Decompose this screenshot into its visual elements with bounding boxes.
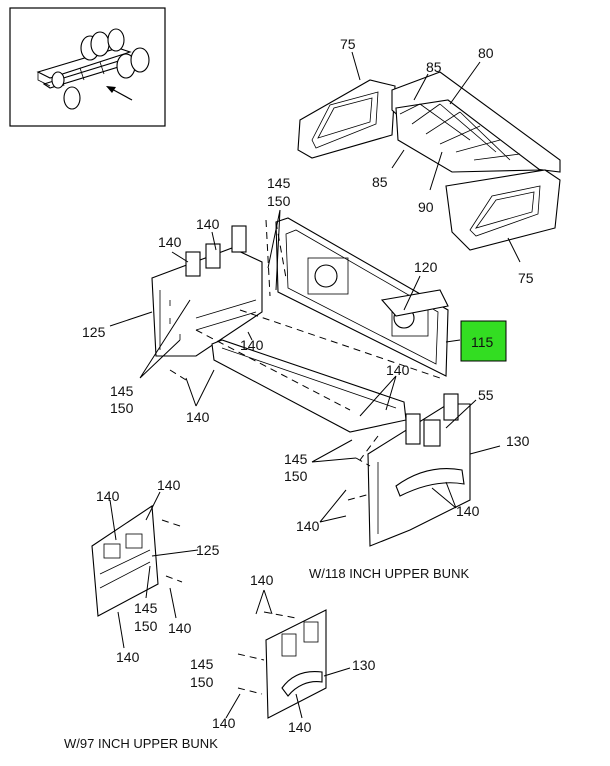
callout-140-k: 140	[116, 649, 140, 665]
callout-115[interactable]: 115	[471, 334, 494, 350]
callout-140-n: 140	[212, 715, 236, 731]
callout-130-b: 130	[352, 657, 376, 673]
assembly-lines	[161, 219, 441, 695]
callout-140-j: 140	[168, 620, 192, 636]
lower-left-panel	[91, 505, 159, 617]
callout-85-top: 85	[426, 59, 442, 75]
callout-140-d: 140	[186, 409, 210, 425]
callout-145-b: 145	[110, 383, 134, 399]
callout-80: 80	[478, 45, 494, 61]
highlight-box-115[interactable]	[460, 320, 507, 362]
right-panel-130	[367, 393, 471, 547]
callout-140-m: 140	[288, 719, 312, 735]
caption-97-inch-bunk: W/97 INCH UPPER BUNK	[64, 736, 218, 751]
left-panel-125	[151, 225, 263, 357]
callout-140-a: 140	[196, 216, 220, 232]
callout-150-c: 150	[284, 468, 308, 484]
callout-145-c: 145	[284, 451, 308, 467]
callout-55: 55	[478, 387, 494, 403]
callout-145-e: 145	[190, 656, 214, 672]
callout-150-e: 150	[190, 674, 214, 690]
bracket-120	[380, 289, 449, 317]
callout-130-a: 130	[506, 433, 530, 449]
callout-labels: 75 85 80 85 90 75 145 150 140 140 125 12…	[82, 36, 534, 735]
back-panel-115	[275, 217, 449, 377]
end-panel-75-top	[297, 79, 396, 159]
callout-150-a: 150	[267, 193, 291, 209]
hose	[395, 468, 465, 497]
end-panel-75-low	[445, 169, 561, 251]
callout-125-b: 125	[196, 542, 220, 558]
locator-inset	[9, 7, 166, 127]
callout-140-l: 140	[250, 572, 274, 588]
callout-150-d: 150	[134, 618, 158, 634]
lower-right-panel	[265, 609, 327, 719]
callout-140-h: 140	[96, 488, 120, 504]
callout-125-a: 125	[82, 324, 106, 340]
callout-140-g: 140	[296, 518, 320, 534]
caption-118-inch-bunk: W/118 INCH UPPER BUNK	[309, 566, 469, 581]
callout-90: 90	[418, 199, 434, 215]
callout-140-b: 140	[158, 234, 182, 250]
callout-85-low: 85	[372, 174, 388, 190]
callout-140-f: 140	[456, 503, 480, 519]
callout-145-d: 145	[134, 600, 158, 616]
chassis-icon	[36, 28, 150, 110]
callout-140-e: 140	[386, 362, 410, 378]
callout-140-c: 140	[240, 337, 264, 353]
leader-lines	[109, 51, 521, 719]
locator-arrow-icon	[106, 86, 133, 101]
bunk-end-assembly	[297, 71, 561, 251]
callout-150-b: 150	[110, 400, 134, 416]
callout-145-a: 145	[267, 175, 291, 191]
callout-120: 120	[414, 259, 438, 275]
callout-75-top: 75	[340, 36, 356, 52]
callout-140-i: 140	[157, 477, 181, 493]
callout-75-low: 75	[518, 270, 534, 286]
